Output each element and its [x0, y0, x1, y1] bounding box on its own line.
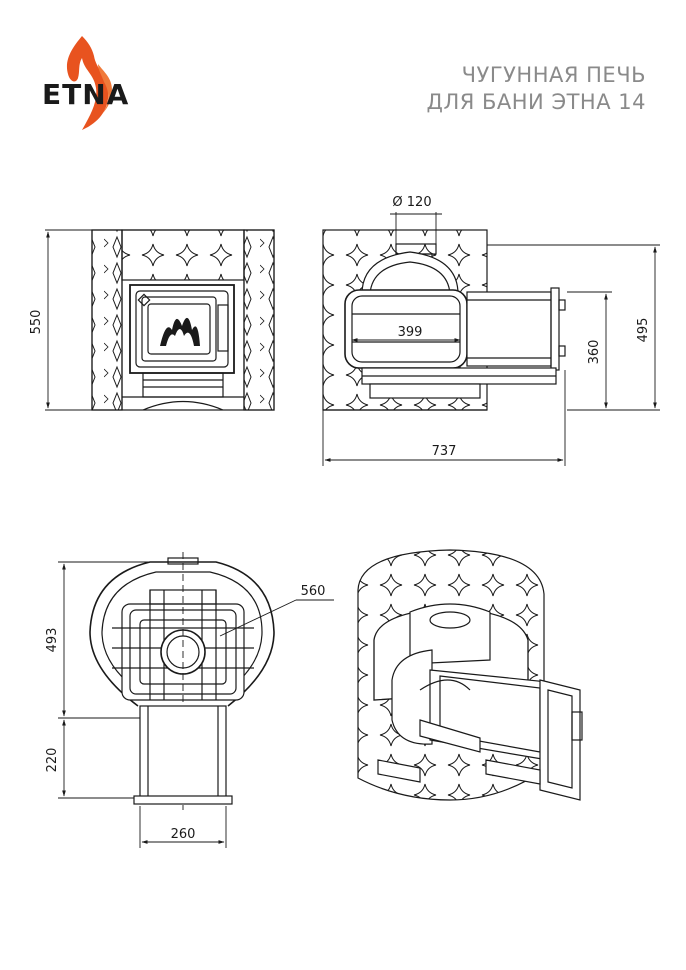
dim-side-height: 495 [636, 318, 651, 343]
dimension-lines [45, 212, 660, 848]
dim-total-length: 737 [432, 444, 457, 459]
flame-icon [66, 36, 109, 130]
top-view [89, 552, 275, 810]
logo-wordmark: ETNA [42, 78, 130, 111]
dim-top-diameter: 560 [301, 584, 326, 599]
dim-firebox-length: 399 [398, 325, 423, 340]
dim-tunnel-length: 220 [45, 748, 60, 773]
side-view [322, 229, 566, 411]
etna-logo [66, 36, 112, 130]
title-line-1: ЧУГУННАЯ ПЕЧЬ [461, 63, 646, 87]
dim-top-depth: 493 [45, 628, 60, 653]
isometric-view [357, 549, 583, 801]
dim-front-height: 550 [29, 310, 44, 335]
dim-flue-diameter: Ø 120 [392, 195, 431, 210]
product-title: ЧУГУННАЯ ПЕЧЬ ДЛЯ БАНИ ЭТНА 14 [427, 62, 646, 116]
title-line-2: ДЛЯ БАНИ ЭТНА 14 [426, 90, 646, 114]
front-view [91, 229, 275, 411]
dim-tunnel-width: 260 [171, 827, 196, 842]
dim-door-height: 360 [587, 340, 602, 365]
